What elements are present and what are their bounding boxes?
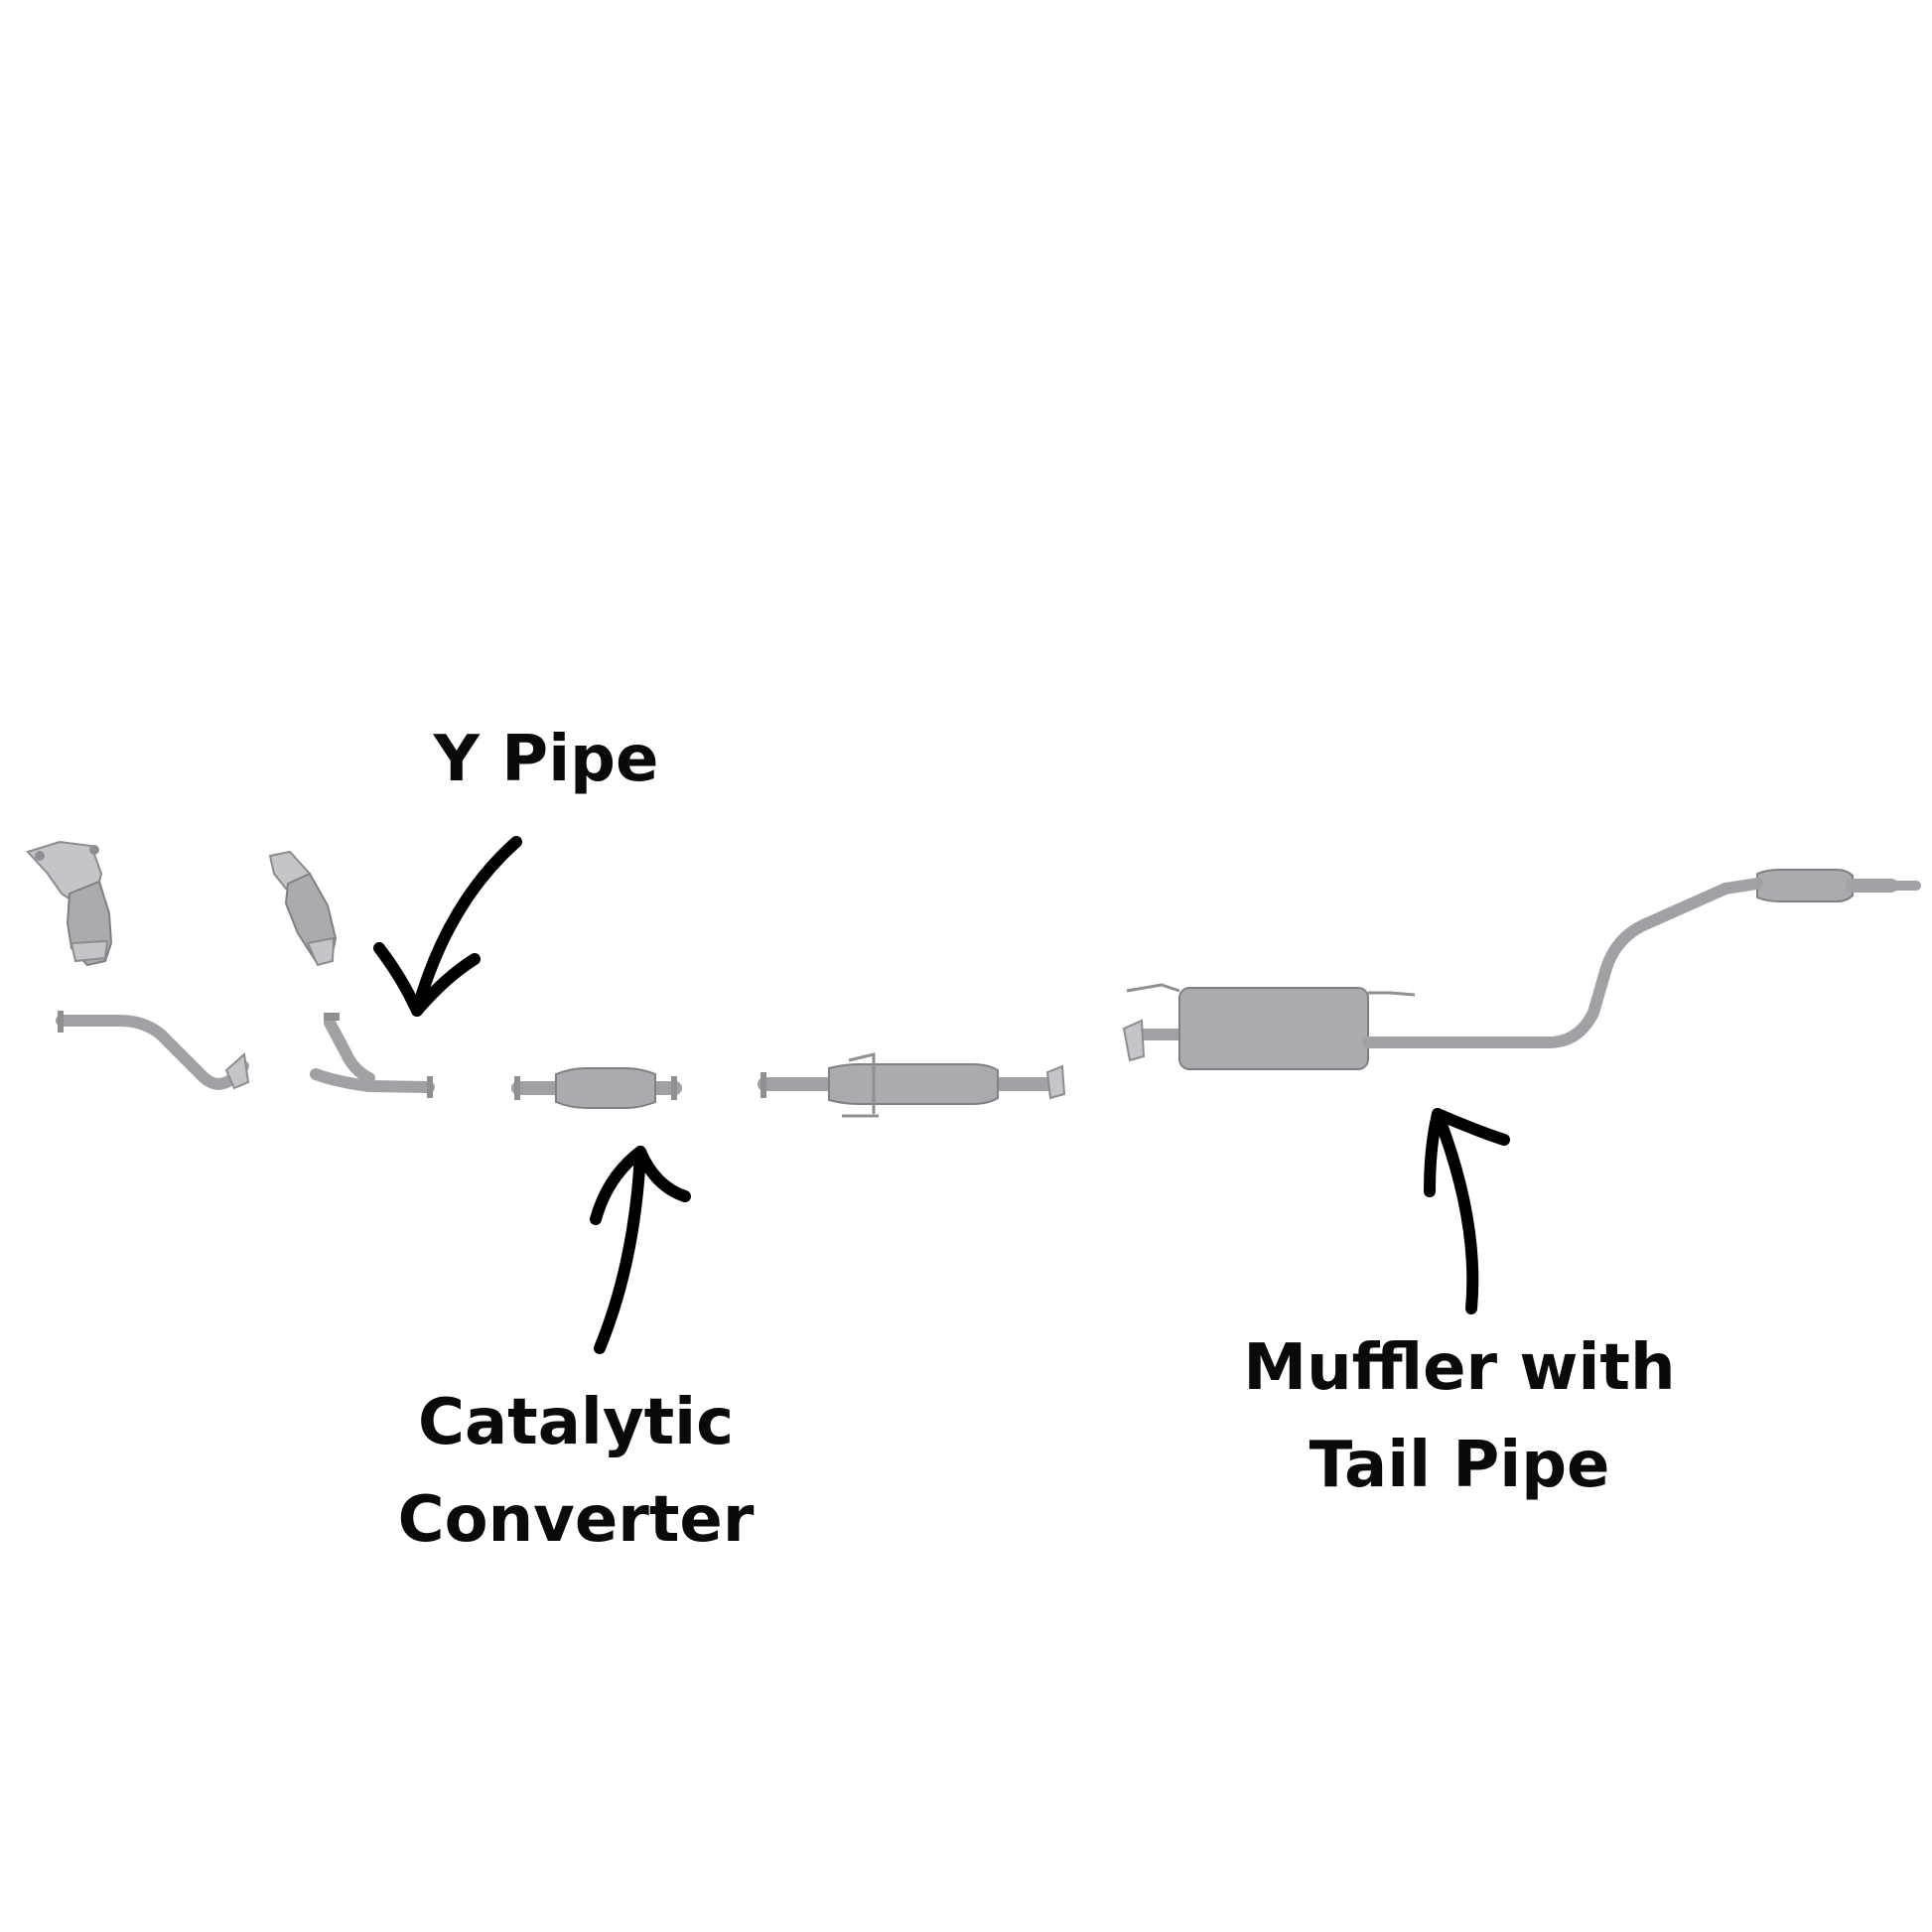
y-pipe-label: Y Pipe — [387, 711, 705, 808]
catalytic-converter-label: Catalytic Converter — [343, 1374, 809, 1569]
muffler-tail-pipe-label-line-1: Muffler with — [1243, 1331, 1676, 1405]
resonator-pipe — [758, 1052, 1066, 1118]
left-manifold-converter — [26, 840, 113, 967]
catalytic-converter-arrow — [590, 1146, 691, 1354]
catalytic-converter — [511, 1067, 682, 1109]
muffler-arrow — [1424, 1108, 1510, 1314]
right-manifold-converter — [268, 850, 338, 967]
catalytic-converter-label-line-2: Converter — [397, 1483, 755, 1557]
muffler-tail-pipe-label-line-2: Tail Pipe — [1309, 1429, 1610, 1502]
front-pipe — [56, 1011, 250, 1090]
y-pipe — [310, 1013, 435, 1098]
catalytic-converter-label-line-1: Catalytic — [417, 1386, 735, 1459]
muffler-tail-pipe-label: Muffler with Tail Pipe — [1201, 1319, 1718, 1514]
y-pipe-label-text: Y Pipe — [433, 723, 659, 796]
muffler-with-tail-pipe — [1122, 869, 1921, 1070]
y-pipe-arrow — [373, 836, 522, 1017]
